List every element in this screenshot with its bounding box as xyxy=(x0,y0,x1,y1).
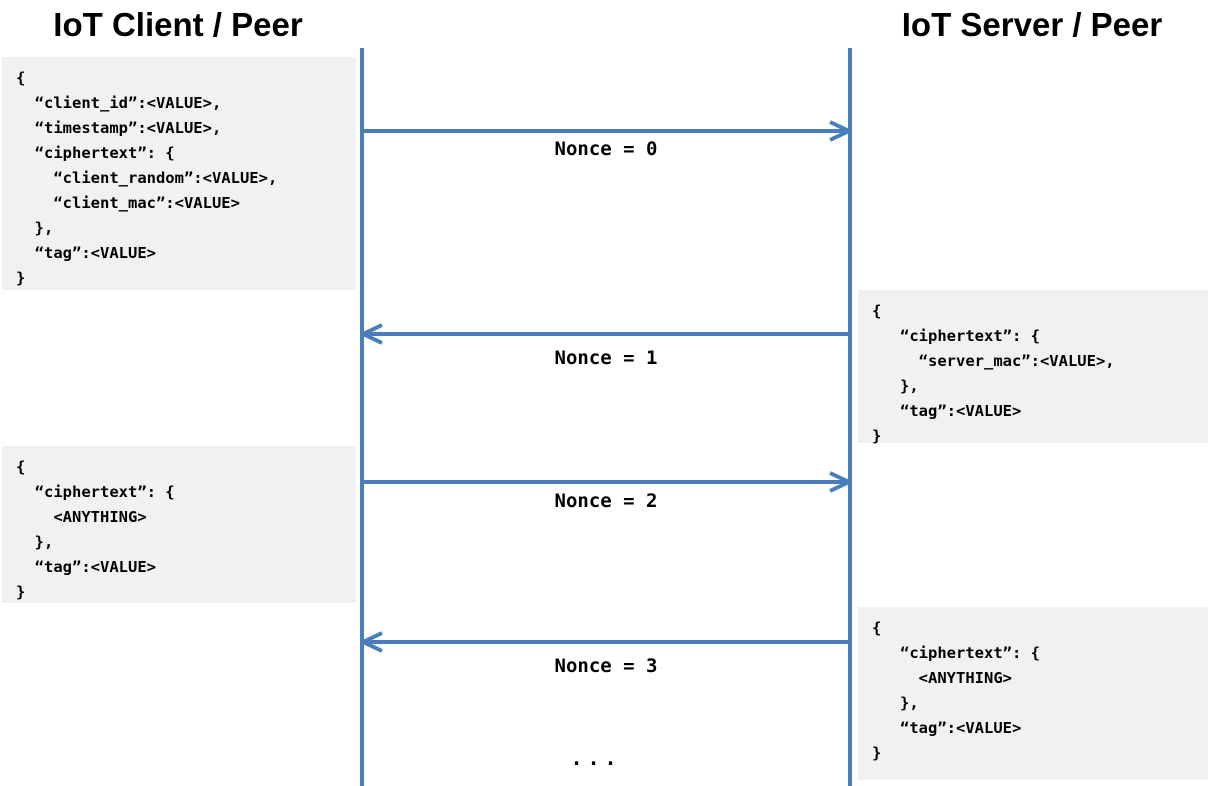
message-label-nonce0: Nonce = 0 xyxy=(554,138,658,160)
server-payload-nonce3: { “ciphertext”: { <ANYTHING> }, “tag”:<V… xyxy=(858,607,1208,780)
arrowhead-right-icon xyxy=(829,471,852,493)
message-arrow-nonce1 xyxy=(360,323,850,345)
client-lifeline-title: IoT Client / Peer xyxy=(53,6,303,43)
arrowhead-left-icon xyxy=(360,631,383,653)
client-lifeline xyxy=(360,48,364,786)
message-label-nonce2: Nonce = 2 xyxy=(554,490,658,512)
server-payload-nonce1: { “ciphertext”: { “server_mac”:<VALUE>, … xyxy=(858,290,1208,445)
arrowhead-right-icon xyxy=(829,120,852,142)
server-lifeline xyxy=(848,48,852,786)
message-label-nonce1: Nonce = 1 xyxy=(554,347,658,369)
message-label-nonce3: Nonce = 3 xyxy=(554,655,658,677)
client-payload-nonce0: { “client_id”:<VALUE>, “timestamp”:<VALU… xyxy=(2,57,356,290)
message-arrow-nonce0 xyxy=(362,120,852,142)
server-lifeline-bar xyxy=(848,48,852,786)
message-arrow-nonce3 xyxy=(360,631,850,653)
continuation-ellipsis: ... xyxy=(570,746,622,770)
client-lifeline-bar xyxy=(360,48,364,786)
client-payload-nonce2: { “ciphertext”: { <ANYTHING> }, “tag”:<V… xyxy=(2,446,356,603)
server-lifeline-title: IoT Server / Peer xyxy=(901,6,1163,43)
message-arrow-nonce2 xyxy=(362,471,852,493)
arrowhead-left-icon xyxy=(360,323,383,345)
